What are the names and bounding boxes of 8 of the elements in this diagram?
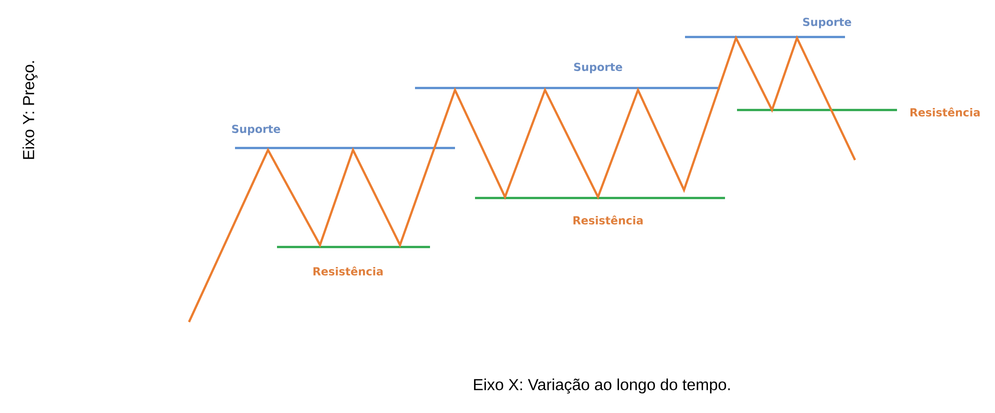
resistance-label: Resistência bbox=[313, 266, 383, 276]
resistance-label: Resistência bbox=[910, 108, 980, 116]
support-label: Suporte bbox=[574, 62, 622, 74]
support-label: Suporte bbox=[232, 124, 280, 136]
resistance-label: Resistência bbox=[573, 216, 643, 224]
support-label: Suporte bbox=[803, 18, 852, 28]
axis-label: Eixo X: Variação ao longo do tempo. bbox=[474, 378, 730, 394]
axis-label: Eixo Y: Preço. bbox=[22, 61, 38, 159]
